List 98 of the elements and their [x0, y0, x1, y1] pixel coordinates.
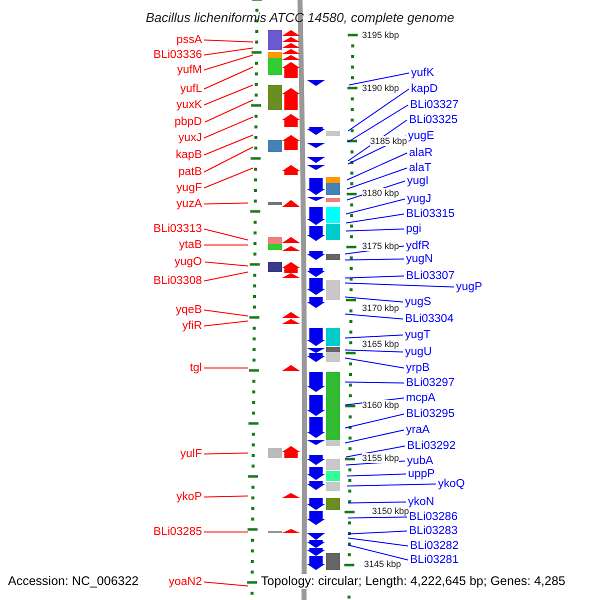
gene-label: yugJ	[406, 192, 432, 206]
scale-label: 3195 kbp	[362, 30, 400, 40]
leader-line	[204, 244, 248, 246]
leader-line	[348, 530, 408, 534]
leader-line	[204, 146, 254, 172]
leader-line	[346, 152, 408, 180]
leader-line	[204, 168, 254, 188]
genome-info-text: Topology: circular; Length: 4,222,645 bp; Genes: 4,285	[261, 574, 566, 589]
scale-label: 3175 kbp	[362, 241, 400, 251]
leader-line	[204, 40, 254, 42]
gene-label: yugP	[455, 280, 484, 294]
gene-label: pssA	[175, 33, 203, 47]
leader-line	[204, 84, 254, 106]
gene-label: yugU	[404, 345, 433, 359]
leader-line	[204, 310, 248, 316]
leader-line	[344, 430, 404, 444]
leader-line	[204, 496, 248, 498]
leader-line	[348, 516, 408, 518]
leader-line	[348, 104, 408, 142]
gene-label: yubA	[406, 454, 434, 468]
gene-label: mcpA	[405, 391, 436, 405]
gene-label: yuzA	[175, 197, 203, 211]
gene-label: tgl	[188, 361, 203, 375]
leader-line	[344, 258, 404, 260]
genome-info-text: Accession: NC_006322	[8, 574, 139, 589]
scale-label: 3145 kbp	[364, 559, 402, 569]
gene-label: yuxK	[175, 98, 203, 112]
leader-line	[204, 320, 248, 326]
gene-label: yfiR	[181, 319, 203, 333]
gene-label: pgi	[405, 222, 422, 236]
leader-line	[348, 538, 408, 546]
scale-label: 3180 kbp	[362, 188, 400, 198]
leader-line	[204, 100, 254, 122]
leader-line	[346, 168, 408, 190]
leader-line	[346, 198, 406, 214]
leader-line	[204, 228, 248, 240]
leader-line	[344, 314, 404, 320]
gene-label: yoaN2	[168, 575, 203, 589]
gene-label: yugS	[404, 295, 432, 309]
leader-line	[346, 484, 436, 486]
scale-label: 3160 kbp	[362, 400, 400, 410]
gene-label: kapD	[410, 82, 439, 96]
gene-label: yqeB	[174, 303, 203, 317]
gene-label: yufM	[176, 63, 203, 77]
scale-label: 3150 kbp	[372, 506, 410, 516]
scale-label: 3165 kbp	[362, 339, 400, 349]
leader-line	[204, 202, 248, 204]
gene-label: patB	[177, 165, 203, 179]
leader-line	[344, 334, 404, 338]
scale-label: 3170 kbp	[362, 303, 400, 313]
gene-label: ykoN	[407, 495, 436, 509]
gene-label: yrpB	[405, 361, 431, 375]
gene-label: ykoQ	[437, 477, 466, 491]
leader-line	[204, 54, 254, 70]
leader-line	[204, 48, 254, 56]
gene-label: yugT	[404, 328, 432, 342]
leader-line	[204, 582, 248, 586]
gene-label: yugE	[407, 129, 436, 143]
leader-line	[344, 414, 404, 428]
leader-line	[346, 228, 404, 232]
gene-label: yuxJ	[177, 131, 203, 145]
scale-label: 3155 kbp	[362, 453, 400, 463]
scale-label: 3190 kbp	[362, 83, 400, 93]
leader-line	[346, 214, 404, 224]
gene-label: yugO	[174, 255, 203, 269]
gene-label: yugF	[175, 181, 203, 195]
leader-line	[344, 350, 404, 352]
leader-line	[204, 272, 248, 282]
leader-line	[204, 134, 254, 156]
leader-line	[344, 296, 404, 302]
gene-label: ytaB	[178, 238, 203, 252]
leader-line	[344, 358, 404, 368]
gene-label: ykoP	[175, 490, 203, 504]
gene-label: yugN	[405, 252, 434, 266]
scale-label: 3185 kbp	[370, 136, 408, 146]
leader-line	[204, 66, 254, 90]
gene-label: ydfR	[405, 239, 431, 253]
leader-line	[346, 446, 406, 458]
leader-line	[348, 88, 410, 132]
leader-line	[346, 474, 406, 476]
gene-label: yufL	[179, 82, 203, 96]
leader-line	[344, 282, 454, 288]
leader-line	[348, 502, 406, 504]
leader-line	[348, 72, 410, 86]
title: Bacillus licheniformis ATCC 14580, complete genome	[144, 10, 456, 25]
leader-line	[204, 262, 248, 266]
gene-label: yugI	[406, 174, 430, 188]
gene-label: yufK	[410, 66, 436, 80]
gene-label: yraA	[405, 423, 431, 437]
gene-label: kapB	[174, 148, 203, 162]
gene-label: uppP	[407, 467, 436, 481]
gene-label: yulF	[179, 447, 203, 461]
leader-line	[204, 116, 254, 138]
leader-line	[204, 452, 248, 454]
leader-line	[348, 544, 408, 560]
leader-line	[344, 382, 404, 384]
leader-line	[344, 276, 404, 278]
gene-label: pbpD	[174, 115, 203, 129]
